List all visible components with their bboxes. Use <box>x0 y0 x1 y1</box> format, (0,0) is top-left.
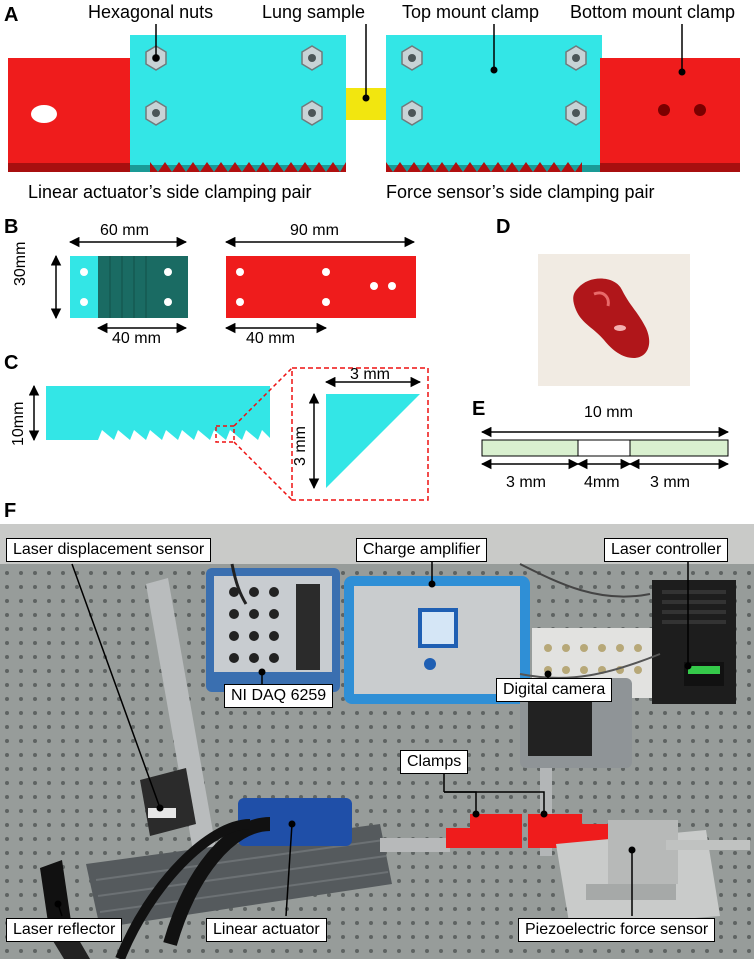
panel-d-label: D <box>496 216 511 238</box>
label-sensor-side-pair: Force sensor’s side clamping pair <box>386 182 655 202</box>
dim-3mm-right: 3 mm <box>650 474 690 491</box>
panel-f-pointers <box>54 562 692 917</box>
panel-e-label: E <box>472 398 486 420</box>
dim-3mm-width: 3 mm <box>350 366 390 383</box>
label-linear-actuator: Linear actuator <box>206 918 327 942</box>
label-digital-camera: Digital camera <box>496 678 613 702</box>
panel-a-clamp-assembly <box>8 24 740 172</box>
dim-10mm-total: 10 mm <box>584 404 633 421</box>
label-laser-reflector: Laser reflector <box>6 918 123 942</box>
label-ni-daq: NI DAQ 6259 <box>224 684 334 708</box>
panel-a-label: A <box>4 4 19 26</box>
label-hexagonal-nuts: Hexagonal nuts <box>88 2 214 22</box>
label-bottom-mount-clamp: Bottom mount clamp <box>570 2 736 22</box>
panel-b-label: B <box>4 216 19 238</box>
panel-c-label: C <box>4 352 19 374</box>
panel-e-sample-geometry <box>480 426 730 470</box>
lung-tissue-shape <box>573 278 650 358</box>
dim-4mm-middle: 4mm <box>584 474 620 491</box>
panel-f-label: F <box>4 500 17 522</box>
dim-3mm-left: 3 mm <box>506 474 546 491</box>
panel-c-teeth-profile <box>28 367 429 501</box>
dim-90mm: 90 mm <box>290 222 339 239</box>
label-lung-sample: Lung sample <box>262 2 366 22</box>
dim-40mm-top: 40 mm <box>112 330 161 347</box>
label-actuator-side-pair: Linear actuator’s side clamping pair <box>28 182 312 202</box>
dim-3mm-height: 3 mm <box>292 426 309 466</box>
label-laser-controller: Laser controller <box>604 538 729 562</box>
panel-b-clamp-dimensions <box>50 236 416 334</box>
label-clamps: Clamps <box>400 750 469 774</box>
label-top-mount-clamp: Top mount clamp <box>402 2 540 22</box>
dim-60mm: 60 mm <box>100 222 149 239</box>
label-charge-amplifier: Charge amplifier <box>356 538 488 562</box>
dim-10mm-height: 10mm <box>10 401 27 446</box>
dim-30mm: 30mm <box>12 241 29 286</box>
label-laser-displacement-sensor: Laser displacement sensor <box>6 538 212 562</box>
lung-sample-photo <box>538 254 690 386</box>
dim-40mm-bottom: 40 mm <box>246 330 295 347</box>
label-piezoelectric-force-sensor: Piezoelectric force sensor <box>518 918 716 942</box>
